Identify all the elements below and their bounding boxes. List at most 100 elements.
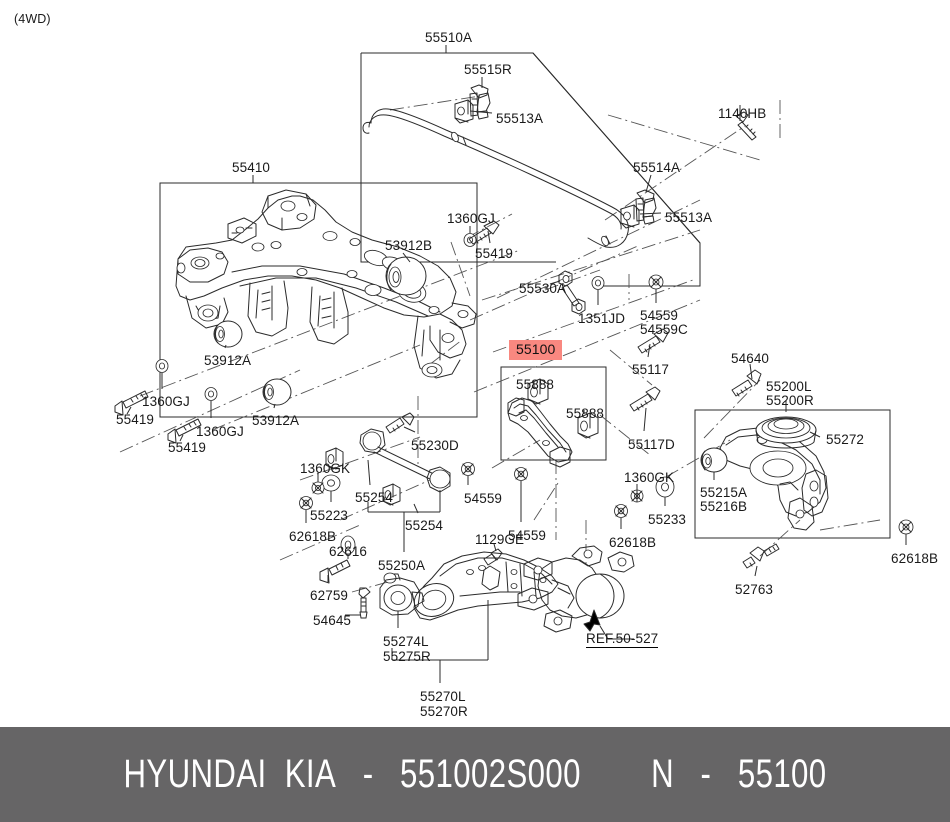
callout-55200R: 55200R xyxy=(766,393,814,408)
callout-55200L: 55200L xyxy=(766,379,812,394)
callout-55888-1: 55888 xyxy=(516,377,555,392)
part-bolt-62759 xyxy=(319,559,351,584)
part-bolt-54645 xyxy=(358,587,371,619)
part-nut-1360gj-3 xyxy=(204,387,218,401)
part-trailing-arm-55270 xyxy=(413,551,559,621)
part-subframe-55410 xyxy=(175,189,477,379)
callout-1360GJ-2: 1360GJ xyxy=(142,394,190,409)
part-washer-55233 xyxy=(655,476,675,498)
callout-1129GE: 1129GE xyxy=(475,532,525,547)
callout-55215A: 55215A xyxy=(700,485,748,500)
callout-62618B-left: 62618B xyxy=(289,529,337,544)
part-bushing-53912a-1 xyxy=(213,320,243,348)
callout-1360GK-left: 1360GK xyxy=(300,461,351,476)
part-nut-62618b-right xyxy=(898,519,914,535)
part-bushing-55513a-upper xyxy=(454,99,474,124)
part-stabilizer-bar-55510a xyxy=(362,108,629,248)
callout-53912A-2: 53912A xyxy=(252,413,300,428)
callout-55254-2: 55254 xyxy=(405,518,444,533)
diagram-canvas: .ln{fill:none;stroke:#2b2b2b;stroke-widt… xyxy=(14,12,939,719)
part-lower-arm-55200 xyxy=(719,427,829,531)
group-box-55100 xyxy=(500,366,607,461)
callout-55513A-upper: 55513A xyxy=(496,111,544,126)
leader-lines xyxy=(126,45,907,683)
callout-54559C: 54559C xyxy=(640,322,688,337)
callout-53912B: 53912B xyxy=(385,238,433,253)
part-bushing-55254-1 xyxy=(325,447,344,470)
callout-55250A: 55250A xyxy=(378,558,426,573)
callout-55515R: 55515R xyxy=(464,62,512,77)
part-bolt-55419-3 xyxy=(167,418,202,444)
callout-55272: 55272 xyxy=(826,432,865,447)
part-washer-55223 xyxy=(321,474,341,492)
callout-55230D: 55230D xyxy=(411,438,459,453)
group-box-55510a xyxy=(360,52,701,287)
part-stabilizer-link-55530a xyxy=(558,270,586,315)
callout-1360GJ-1: 1360GJ xyxy=(447,211,495,226)
callout-55274L: 55274L xyxy=(383,634,429,649)
part-nut-54559-1 xyxy=(514,467,528,481)
callout-55270L: 55270L xyxy=(420,689,466,704)
callout-55888-2: 55888 xyxy=(566,406,605,421)
part-nut-1351jd xyxy=(591,276,605,290)
mode-label: (4WD) xyxy=(14,12,51,26)
callout-1360GK-right: 1360GK xyxy=(624,470,675,485)
callout-55254-1: 55254 xyxy=(355,490,394,505)
part-bushing-55254-2 xyxy=(382,483,401,506)
footer-section-number: 55100 xyxy=(737,752,827,796)
callout-55216B: 55216B xyxy=(700,499,748,514)
callout-62618B-mid: 62618B xyxy=(609,535,657,550)
part-bracket-55515r xyxy=(469,84,491,120)
callout-55510A: 55510A xyxy=(425,30,473,45)
part-bolt-55419-1 xyxy=(468,220,500,245)
part-nut-54559c xyxy=(648,274,664,290)
callout-55419-2: 55419 xyxy=(116,412,155,427)
callout-1140HB: 1140HB xyxy=(718,106,767,121)
part-knuckle-hub-ref xyxy=(517,545,635,640)
part-toe-link-55250a xyxy=(359,428,451,493)
callout-55530A: 55530A xyxy=(519,281,567,296)
footer-dash-2: - xyxy=(700,752,712,796)
callout-54645: 54645 xyxy=(313,613,352,628)
part-bolt-55117d xyxy=(629,386,661,412)
callout-55233: 55233 xyxy=(648,512,687,527)
callout-54559-top: 54559 xyxy=(640,308,679,323)
part-nut-54559-2 xyxy=(461,462,475,476)
callout-1351JD: 1351JD xyxy=(578,311,626,326)
footer-section-prefix: N xyxy=(651,752,675,796)
part-bushing-55513a-lower xyxy=(620,204,640,229)
exploded-view-svg: .ln{fill:none;stroke:#2b2b2b;stroke-widt… xyxy=(114,45,914,683)
footer-catalog-number: 551002S000 xyxy=(399,752,581,796)
callout-55419-1: 55419 xyxy=(475,246,514,261)
callout-55514A: 55514A xyxy=(633,160,681,175)
callout-54559-2: 54559 xyxy=(508,528,547,543)
part-spring-pad-55272 xyxy=(755,416,817,449)
part-nut-62618b-left xyxy=(299,496,313,510)
callout-55117: 55117 xyxy=(632,362,670,377)
part-bushing-55215a xyxy=(700,447,728,473)
callout-55270R: 55270R xyxy=(420,704,468,719)
reference-label[interactable]: REF.50-527 xyxy=(586,631,659,648)
callout-62759: 62759 xyxy=(310,588,349,603)
part-upper-arm-55100 xyxy=(507,397,573,468)
callout-55117D: 55117D xyxy=(628,437,675,452)
part-nut-1360gk-left xyxy=(311,481,325,495)
part-nut-1360gj-2 xyxy=(155,359,169,373)
part-bushing-53912a-2 xyxy=(262,378,292,406)
part-nut-62618b-mid xyxy=(614,504,628,518)
callout-55223: 55223 xyxy=(310,508,349,523)
part-bolt-1129ge xyxy=(483,548,503,566)
callout-53912A-1: 53912A xyxy=(204,353,252,368)
group-box-55410 xyxy=(159,182,478,418)
callout-52763: 52763 xyxy=(735,582,774,597)
part-bolt-55230d xyxy=(385,412,415,434)
callout-54640: 54640 xyxy=(731,351,770,366)
callout-55410: 55410 xyxy=(232,160,271,175)
footer-brand: HYUNDAI KIA xyxy=(123,752,337,796)
callout-62618B-right: 62618B xyxy=(891,551,939,566)
highlighted-part-number[interactable]: 55100 xyxy=(509,340,563,360)
callout-55419-3: 55419 xyxy=(168,440,207,455)
